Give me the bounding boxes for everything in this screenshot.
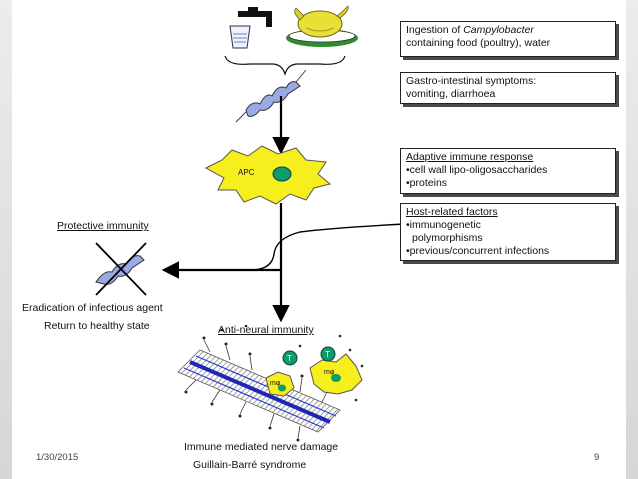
eradication-label: Eradication of infectious agent bbox=[22, 302, 163, 314]
ingestion-box: Ingestion of Campylobacter containing fo… bbox=[400, 21, 616, 57]
glass-icon bbox=[229, 25, 251, 49]
gastro-box: Gastro-intestinal symptoms: vomiting, di… bbox=[400, 72, 616, 104]
apc-cell-icon bbox=[204, 145, 332, 205]
ingestion-organism: Campylobacter bbox=[463, 24, 534, 36]
immune-damage-label: Immune mediated nerve damage bbox=[184, 441, 339, 453]
chicken-icon bbox=[286, 5, 358, 47]
return-healthy-label: Return to healthy state bbox=[44, 320, 150, 332]
footer-date: 1/30/2015 bbox=[36, 452, 79, 463]
macrophage-label-1: mφ bbox=[324, 369, 335, 376]
t-cell-label-1: T bbox=[287, 354, 292, 363]
brace-line bbox=[224, 55, 346, 77]
apc-label: APC bbox=[238, 168, 255, 177]
gastro-line-2: vomiting, diarrhoea bbox=[406, 88, 496, 100]
adaptive-item: •cell wall lipo-oligosaccharides bbox=[406, 164, 548, 176]
anti-neural-label: Anti-neural immunity bbox=[218, 324, 314, 336]
nerve-fiber-icon bbox=[177, 324, 364, 442]
ingestion-prefix: Ingestion of bbox=[406, 24, 464, 36]
adaptive-box: Adaptive immune response •cell wall lipo… bbox=[400, 148, 616, 194]
macrophage-icon bbox=[265, 353, 363, 397]
host-item: polymorphisms bbox=[412, 232, 483, 244]
adaptive-header: Adaptive immune response bbox=[406, 151, 534, 163]
gastro-line-1: Gastro-intestinal symptoms: bbox=[406, 75, 537, 87]
protective-immunity-label: Protective immunity bbox=[57, 220, 149, 232]
cross-icon bbox=[95, 242, 147, 296]
right-margin-bar bbox=[626, 0, 638, 479]
host-factor-curve bbox=[249, 223, 406, 271]
host-header: Host-related factors bbox=[406, 206, 498, 218]
macrophage-label-2: mφ bbox=[270, 380, 281, 387]
ingestion-line-2: containing food (poultry), water bbox=[406, 37, 551, 49]
gbs-label: Guillain-Barré syndrome bbox=[193, 459, 307, 471]
tap-icon bbox=[238, 7, 272, 27]
host-factors-box: Host-related factors •immunogenetic poly… bbox=[400, 203, 616, 261]
t-cell-icon bbox=[282, 346, 336, 366]
ingestion-line-1: Ingestion of Campylobacter bbox=[406, 24, 610, 37]
bacterium-icon bbox=[235, 69, 307, 123]
t-cell-label-2: T bbox=[325, 350, 330, 359]
adaptive-item: •proteins bbox=[406, 177, 448, 189]
footer-page-number: 9 bbox=[594, 452, 600, 463]
host-item: •previous/concurrent infections bbox=[406, 245, 550, 257]
host-item: •immunogenetic bbox=[406, 219, 481, 231]
left-margin-bar bbox=[0, 0, 12, 479]
